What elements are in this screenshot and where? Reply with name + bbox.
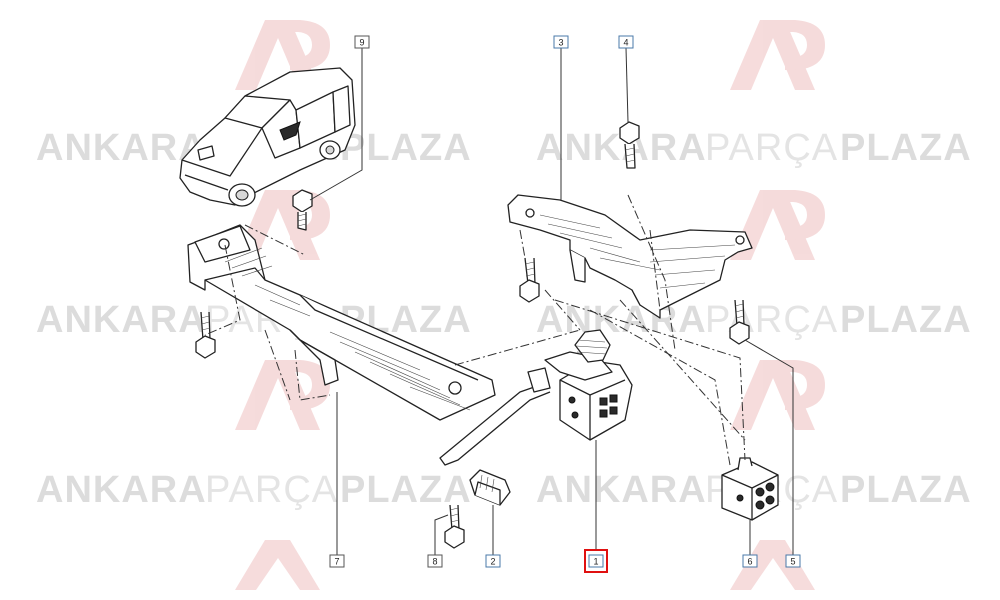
callout-number: 8 bbox=[432, 557, 437, 567]
callout-box bbox=[329, 554, 345, 568]
watermark-word-parca: PARÇA bbox=[205, 469, 338, 511]
callout-number: 2 bbox=[490, 557, 495, 567]
callout-1: 1 bbox=[584, 549, 608, 573]
watermark-word-plaza: PLAZA bbox=[840, 299, 972, 341]
bracket-part-7 bbox=[187, 224, 496, 421]
bolt-left-upper bbox=[519, 257, 540, 303]
callout-number: 9 bbox=[359, 38, 364, 48]
bolt-part-5 bbox=[729, 299, 750, 345]
bracket-part-3 bbox=[507, 194, 753, 319]
callout-box bbox=[588, 554, 604, 568]
watermark-word-ankara: ANKARA bbox=[36, 469, 207, 511]
callout-number: 3 bbox=[558, 38, 563, 48]
latch-part-1 bbox=[439, 329, 633, 466]
callout-box bbox=[742, 554, 758, 568]
callout-9: 9 bbox=[354, 35, 370, 49]
callout-box bbox=[354, 35, 370, 49]
bolt-part-4 bbox=[619, 121, 640, 169]
callout-number: 6 bbox=[747, 557, 752, 567]
callout-leaders bbox=[309, 47, 794, 555]
vehicle-illustration bbox=[179, 67, 356, 207]
callout-5: 5 bbox=[785, 554, 801, 568]
watermark-word-plaza: PLAZA bbox=[340, 469, 472, 511]
watermark-logo bbox=[730, 360, 825, 430]
assembly-lines bbox=[204, 194, 746, 466]
callout-number: 7 bbox=[334, 557, 339, 567]
callout-3: 3 bbox=[553, 35, 569, 49]
bolt-left-mid bbox=[195, 311, 216, 359]
watermark-row: ANKARA PARÇA PLAZA ANKARA PARÇA PLAZA bbox=[36, 469, 972, 511]
watermark-word-plaza: PLAZA bbox=[840, 127, 972, 169]
watermark-logo bbox=[730, 190, 825, 260]
watermark-logo bbox=[730, 20, 825, 90]
watermark-logo bbox=[730, 540, 815, 590]
callout-number: 5 bbox=[790, 557, 795, 567]
callout-6: 6 bbox=[742, 554, 758, 568]
watermark-word-plaza: PLAZA bbox=[340, 127, 472, 169]
watermark-logo bbox=[235, 360, 330, 430]
callout-2: 2 bbox=[485, 554, 501, 568]
callout-7: 7 bbox=[329, 554, 345, 568]
callout-4: 4 bbox=[618, 35, 634, 49]
bolt-part-8 bbox=[444, 504, 465, 549]
watermark-word-parca: PARÇA bbox=[705, 127, 838, 169]
watermark-layer: ANKARA PARÇA PLAZA ANKARA PARÇA PLAZA AN… bbox=[36, 20, 972, 590]
watermark-word-ankara: ANKARA bbox=[536, 299, 707, 341]
callout-box bbox=[618, 35, 634, 49]
clip-part-2 bbox=[469, 469, 511, 506]
callout-8: 8 bbox=[427, 554, 443, 568]
watermark-row: ANKARA PARÇA PLAZA ANKARA PARÇA PLAZA bbox=[36, 127, 972, 169]
watermark-word-ankara: ANKARA bbox=[536, 469, 707, 511]
bolt-part-9 bbox=[292, 189, 313, 231]
watermark-word-parca: PARÇA bbox=[705, 299, 838, 341]
callout-box bbox=[485, 554, 501, 568]
callout-box bbox=[427, 554, 443, 568]
watermark-word-ankara: ANKARA bbox=[36, 299, 207, 341]
watermark-word-plaza: PLAZA bbox=[840, 469, 972, 511]
callout-box bbox=[553, 35, 569, 49]
callout-box bbox=[785, 554, 801, 568]
watermark-logo bbox=[235, 540, 320, 590]
callout-number: 4 bbox=[623, 38, 628, 48]
callout-number: 1 bbox=[593, 557, 598, 567]
watermark-row: ANKARA PARÇA PLAZA ANKARA PARÇA PLAZA bbox=[36, 299, 972, 341]
watermark-word-ankara: ANKARA bbox=[36, 127, 207, 169]
striker-part-6 bbox=[721, 457, 779, 521]
